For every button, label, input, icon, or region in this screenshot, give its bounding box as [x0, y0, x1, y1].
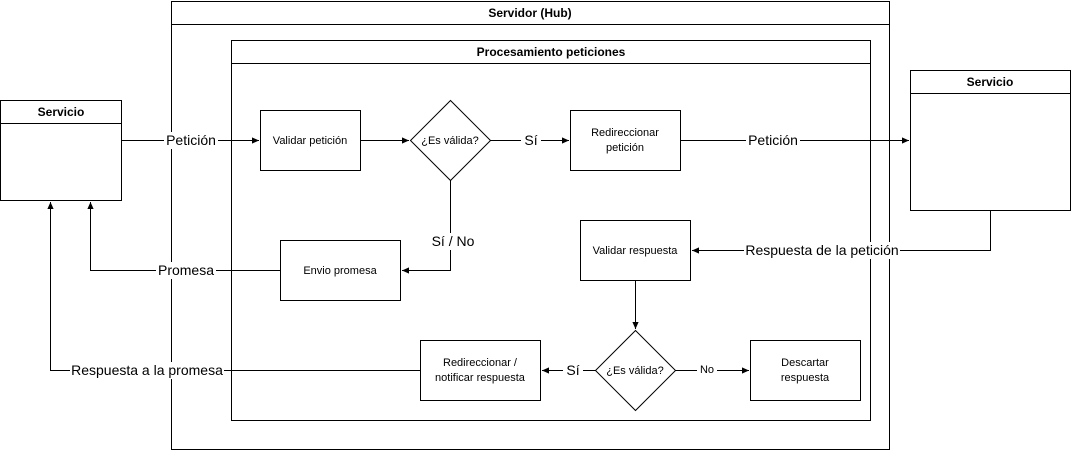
decision-response-node: ¿Es válida?	[594, 329, 677, 412]
validate-response-label: Validar respuesta	[593, 245, 679, 257]
redirect-response-node: Redireccionar / notificar respuesta	[420, 340, 541, 401]
no-response-label: No	[700, 364, 714, 376]
validate-request-label: Validar petición	[273, 135, 347, 147]
edge-label-yes-request: Sí	[521, 132, 541, 149]
edge-label-no-response: No	[697, 362, 717, 376]
response-to-promise-label: Respuesta a la promesa	[71, 362, 223, 378]
yes-request-label: Sí	[524, 132, 537, 148]
request-out-label: Petición	[748, 132, 798, 148]
edge-yes-no	[402, 180, 451, 274]
decision-response-label: ¿Es válida?	[606, 365, 663, 377]
response-of-request-label: Respuesta de la petición	[745, 242, 898, 258]
decision-request-label: ¿Es válida?	[421, 135, 478, 147]
discard-response-label-line2: respuesta	[781, 372, 830, 384]
left-service: Servicio	[0, 100, 122, 201]
right-service: Servicio	[910, 70, 1071, 211]
validate-response-node: Validar respuesta	[580, 220, 691, 281]
redirect-response-label-line2: notificar respuesta	[435, 372, 526, 384]
edge-label-yes-no: Sí / No	[428, 233, 478, 250]
redirect-request-label-line2: petición	[606, 142, 644, 154]
discard-response-label-line1: Descartar	[781, 357, 829, 369]
left-service-title: Servicio	[38, 105, 85, 119]
edge-label-request-in: Petición	[164, 132, 218, 149]
yes-response-label: Sí	[566, 362, 579, 378]
validate-request-node: Validar petición	[260, 110, 361, 171]
redirect-response-label-line1: Redireccionar /	[443, 357, 518, 369]
hub-title: Servidor (Hub)	[488, 6, 571, 20]
decision-request-node: ¿Es válida?	[409, 99, 492, 182]
edge-label-response-of-request: Respuesta de la petición	[744, 242, 900, 259]
yes-no-label: Sí / No	[432, 233, 475, 249]
discard-response-node: Descartar respuesta	[750, 340, 861, 401]
send-promise-node: Envio promesa	[280, 240, 401, 301]
edge-label-response-to-promise: Respuesta a la promesa	[70, 362, 224, 379]
edge-label-yes-response: Sí	[563, 362, 583, 379]
processing-title: Procesamiento peticiones	[477, 45, 626, 59]
send-promise-label: Envio promesa	[303, 265, 377, 277]
redirect-request-node: Redireccionar petición	[570, 110, 681, 171]
edge-response-to-promise	[47, 202, 421, 371]
edge-label-request-out: Petición	[746, 132, 800, 149]
redirect-request-label-line1: Redireccionar	[591, 127, 659, 139]
promise-label: Promesa	[158, 262, 214, 278]
right-service-title: Servicio	[967, 75, 1014, 89]
edge-promise	[87, 202, 281, 271]
request-in-label: Petición	[166, 132, 216, 148]
edge-label-promise: Promesa	[156, 262, 216, 279]
